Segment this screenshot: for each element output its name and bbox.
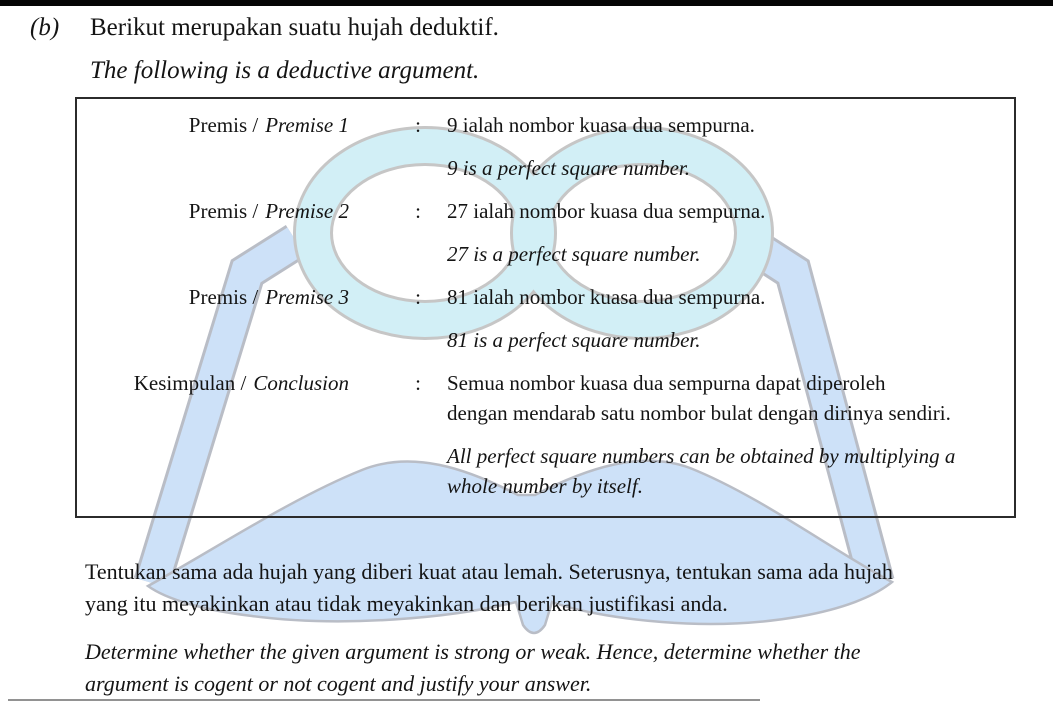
question-task-malay: Tentukan sama ada hujah yang diberi kuat… xyxy=(85,559,893,616)
premise-3-statement-english: 81 is a perfect square number. xyxy=(447,328,701,352)
question-item-label: (b) xyxy=(30,14,60,41)
premise-2-row: Premis /Premise 2 : 27 ialah nombor kuas… xyxy=(77,196,1014,282)
intro-text-english: The following is a deductive argument. xyxy=(90,57,480,84)
premise-3-statement: 81 ialah nombor kuasa dua sempurna. 81 i… xyxy=(435,282,1014,368)
premise-3-colon: : xyxy=(415,285,421,309)
premise-2-statement-english: 27 is a perfect square number. xyxy=(447,242,701,266)
premise-1-label: Premis /Premise 1 xyxy=(188,113,349,137)
premise-1-statement-malay: 9 ialah nombor kuasa dua sempurna. xyxy=(447,113,755,137)
conclusion-statement: Semua nombor kuasa dua sempurna dapat di… xyxy=(435,368,1014,514)
premise-3-label: Premis /Premise 3 xyxy=(188,285,349,309)
conclusion-statement-english: All perfect square numbers can be obtain… xyxy=(447,444,956,498)
conclusion-label: Kesimpulan /Conclusion xyxy=(133,371,349,395)
scan-top-bar xyxy=(0,0,1053,6)
conclusion-statement-malay: Semua nombor kuasa dua sempurna dapat di… xyxy=(447,371,951,425)
scan-bottom-rule xyxy=(8,699,760,701)
premise-1-colon: : xyxy=(415,113,421,137)
premise-1-statement-english: 9 is a perfect square number. xyxy=(447,156,691,180)
premise-1-row: Premis /Premise 1 : 9 ialah nombor kuasa… xyxy=(77,110,1014,196)
premise-2-statement-malay: 27 ialah nombor kuasa dua sempurna. xyxy=(447,199,766,223)
conclusion-row: Kesimpulan /Conclusion : Semua nombor ku… xyxy=(77,368,1014,514)
question-intro: Berikut merupakan suatu hujah deduktif. … xyxy=(90,13,499,86)
premise-2-statement: 27 ialah nombor kuasa dua sempurna. 27 i… xyxy=(435,196,1014,282)
premise-1-statement: 9 ialah nombor kuasa dua sempurna. 9 is … xyxy=(435,110,1014,196)
intro-text-malay: Berikut merupakan suatu hujah deduktif. xyxy=(90,14,499,41)
premise-2-colon: : xyxy=(415,199,421,223)
question-task: Tentukan sama ada hujah yang diberi kuat… xyxy=(85,556,1015,700)
conclusion-colon: : xyxy=(415,371,421,395)
premise-2-label: Premis /Premise 2 xyxy=(188,199,349,223)
premise-3-statement-malay: 81 ialah nombor kuasa dua sempurna. xyxy=(447,285,766,309)
premise-3-row: Premis /Premise 3 : 81 ialah nombor kuas… xyxy=(77,282,1014,368)
question-header: (b) Berikut merupakan suatu hujah dedukt… xyxy=(30,13,1010,86)
argument-box: Premis /Premise 1 : 9 ialah nombor kuasa… xyxy=(75,97,1016,518)
question-task-english: Determine whether the given argument is … xyxy=(85,639,861,696)
